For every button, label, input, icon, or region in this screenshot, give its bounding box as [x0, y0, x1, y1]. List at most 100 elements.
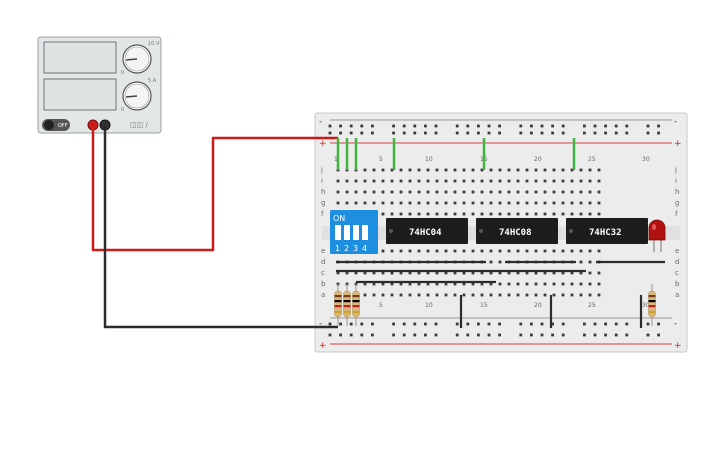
- breadboard-hole: [381, 271, 385, 275]
- resistors[interactable]: [334, 284, 656, 326]
- breadboard-hole: [487, 124, 491, 128]
- breadboard-hole: [426, 271, 430, 275]
- breadboard-hole: [426, 168, 430, 172]
- voltage-knob[interactable]: [122, 44, 152, 74]
- breadboard-hole: [579, 201, 583, 205]
- power-supply[interactable]: 10 V 0 5 A 0 OFF ◫◫ ∕: [37, 36, 162, 134]
- breadboard-hole: [399, 249, 403, 253]
- breadboard-hole: [399, 179, 403, 183]
- breadboard-hole: [434, 124, 438, 128]
- row-letter: b: [321, 280, 326, 288]
- breadboard-hole: [426, 179, 430, 183]
- breadboard-hole: [543, 190, 547, 194]
- breadboard-hole: [444, 282, 448, 286]
- breadboard-hole: [498, 249, 502, 253]
- breadboard-hole: [480, 271, 484, 275]
- breadboard-hole: [507, 190, 511, 194]
- breadboard-hole: [424, 333, 427, 337]
- breadboard-hole: [336, 271, 340, 275]
- current-knob-min-label: 0: [121, 107, 124, 113]
- breadboard-hole: [588, 249, 592, 253]
- column-number: 10: [425, 156, 433, 163]
- resistor: [352, 284, 360, 326]
- chip-74hc08[interactable]: 74HC08: [476, 218, 558, 244]
- current-knob-max-label: 5 A: [148, 78, 157, 84]
- breadboard-hole: [551, 131, 554, 135]
- breadboard-hole: [480, 282, 484, 286]
- breadboard-hole: [552, 293, 556, 297]
- green-jumpers[interactable]: [336, 138, 576, 170]
- breadboard-hole: [399, 293, 403, 297]
- breadboard-hole: [525, 282, 529, 286]
- breadboard-hole: [579, 179, 583, 183]
- column-number: 30: [642, 302, 650, 309]
- breadboard-hole: [543, 293, 547, 297]
- breadboard-hole: [588, 260, 592, 264]
- breadboard-hole: [593, 322, 597, 326]
- breadboard-hole: [417, 293, 421, 297]
- breadboard-hole: [487, 333, 491, 337]
- breadboard-hole: [328, 124, 332, 128]
- breadboard-hole: [413, 322, 417, 326]
- breadboard-hole: [507, 201, 511, 205]
- breadboard-hole: [349, 322, 353, 326]
- breadboard-hole: [408, 168, 412, 172]
- black-jumpers[interactable]: [336, 260, 665, 328]
- row-letter: g: [675, 199, 679, 207]
- dip-toggle-3[interactable]: [353, 225, 359, 240]
- breadboard-hole: [434, 131, 438, 135]
- chip-74hc32[interactable]: 74HC32: [566, 218, 648, 244]
- dip-switch[interactable]: ON 1 2 3 4: [330, 210, 378, 254]
- breadboard-hole: [561, 131, 565, 135]
- breadboard-hole: [614, 322, 618, 326]
- breadboard-hole: [363, 168, 367, 172]
- row-letter: c: [675, 269, 679, 277]
- dip-number: 2: [344, 244, 349, 253]
- breadboard-hole: [426, 282, 430, 286]
- breadboard-hole: [453, 271, 457, 275]
- breadboard-hole: [525, 179, 529, 183]
- chip-74hc04[interactable]: 74HC04: [386, 218, 468, 244]
- power-switch[interactable]: OFF: [42, 119, 70, 131]
- breadboard-hole: [455, 333, 459, 337]
- dip-toggle-1[interactable]: [335, 225, 341, 240]
- breadboard-hole: [489, 260, 493, 264]
- dip-toggle-4[interactable]: [362, 225, 368, 240]
- breadboard-hole: [583, 124, 586, 128]
- breadboard-hole: [534, 271, 538, 275]
- breadboard-hole: [444, 293, 448, 297]
- breadboard-hole: [579, 260, 583, 264]
- breadboard-hole: [534, 168, 538, 172]
- breadboard-hole: [498, 322, 501, 326]
- breadboard-hole: [466, 131, 470, 135]
- red-led[interactable]: [648, 219, 666, 252]
- breadboard-hole: [444, 249, 448, 253]
- breadboard-hole: [345, 190, 349, 194]
- breadboard-hole: [453, 201, 457, 205]
- breadboard-hole: [480, 293, 484, 297]
- breadboard-hole: [516, 212, 520, 216]
- breadboard-hole: [435, 282, 439, 286]
- breadboard-hole: [444, 168, 448, 172]
- black-ground-wire[interactable]: [103, 125, 338, 329]
- breadboard-hole: [588, 201, 592, 205]
- breadboard-hole: [372, 190, 376, 194]
- breadboard-hole: [570, 212, 574, 216]
- breadboard-hole: [507, 212, 511, 216]
- breadboard-hole: [597, 179, 601, 183]
- breadboard-hole: [363, 293, 367, 297]
- red-power-wire[interactable]: [91, 125, 338, 252]
- row-letter: j: [320, 166, 323, 174]
- breadboard-hole: [597, 212, 601, 216]
- breadboard-hole: [604, 322, 607, 326]
- breadboard-hole: [540, 131, 544, 135]
- breadboard-hole: [516, 179, 520, 183]
- breadboard-hole: [360, 322, 364, 326]
- breadboard-hole: [530, 322, 533, 326]
- breadboard-hole: [489, 293, 493, 297]
- current-knob[interactable]: [122, 81, 152, 111]
- dip-toggle-2[interactable]: [344, 225, 350, 240]
- breadboard-holes[interactable]: [328, 124, 660, 337]
- row-letter: f: [321, 210, 324, 218]
- breadboard-hole: [489, 179, 493, 183]
